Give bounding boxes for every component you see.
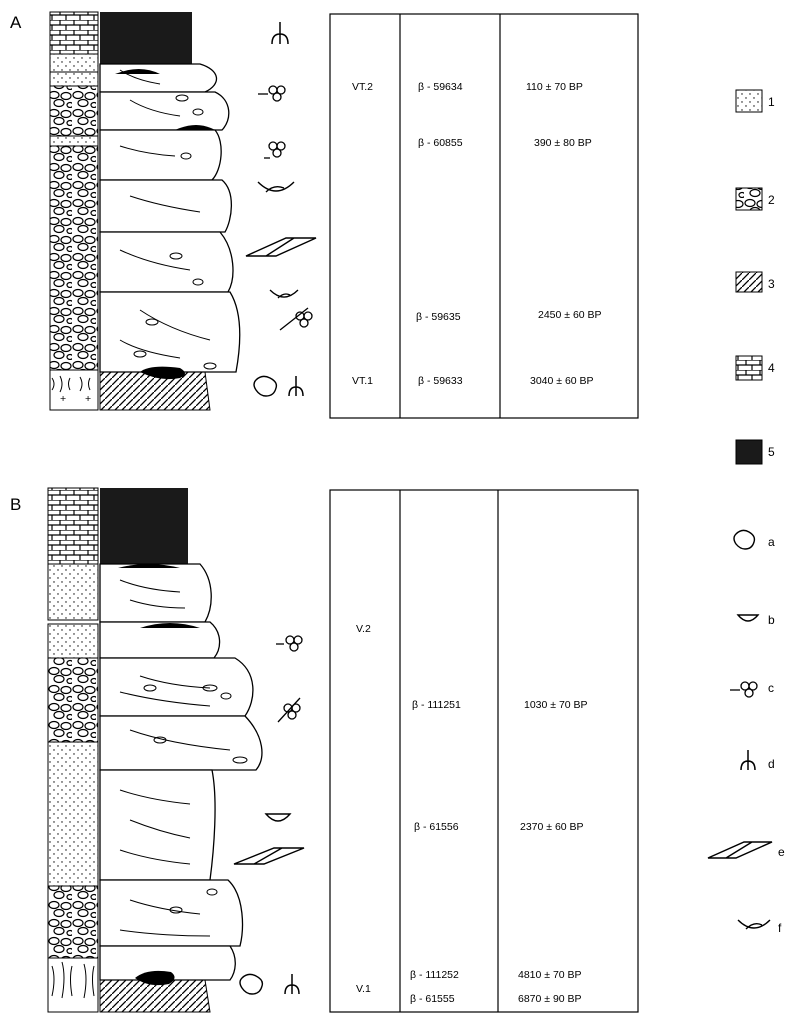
sample-code: β - 111251	[412, 699, 461, 711]
level-label: V.2	[356, 623, 371, 635]
root-trace-icon	[276, 635, 303, 652]
root-trace-icon	[264, 141, 286, 159]
panel-b: B	[10, 487, 639, 1013]
panel-a: A + +	[10, 11, 639, 419]
radiocarbon-date: 390 ± 80 BP	[534, 137, 592, 149]
trough-lamination-icon	[737, 919, 771, 930]
legend-item: a	[733, 529, 775, 550]
level-label: VT.1	[352, 375, 373, 387]
sediment-profile	[99, 12, 241, 411]
level-label: V.1	[356, 983, 371, 995]
sediment-profile	[99, 488, 263, 1013]
plant-stem-icon	[271, 22, 289, 45]
cross-bedding-icon	[707, 841, 773, 859]
legend-item: d	[740, 750, 775, 771]
trough-lamination-icon	[257, 181, 295, 193]
legend-label: d	[768, 757, 775, 771]
dating-table: VT.2 VT.1 β - 59634 110 ± 70 BP β - 6085…	[329, 13, 639, 419]
radiocarbon-date: 1030 ± 70 BP	[524, 699, 588, 711]
legend-label: c	[768, 681, 774, 695]
sample-code: β - 60855	[418, 137, 463, 149]
sample-code: β - 59633	[418, 375, 463, 387]
lithology-column: + +	[49, 11, 99, 411]
legend-label: 2	[768, 193, 775, 207]
radiocarbon-date: 3040 ± 60 BP	[530, 375, 594, 387]
legend-label: e	[778, 845, 785, 859]
legend-label: 1	[768, 95, 775, 109]
sample-code: β - 59634	[418, 81, 463, 93]
bone-fragment-icon	[253, 375, 278, 397]
radiocarbon-date: 6870 ± 90 BP	[518, 993, 582, 1005]
legend-label: 5	[768, 445, 775, 459]
cross-bedding-icon	[245, 237, 317, 257]
soil-grid-icon	[735, 355, 763, 381]
root-trace-icon	[279, 307, 313, 331]
legend-item: f	[737, 919, 782, 935]
symbols-column	[245, 22, 317, 397]
plant-stem-icon	[288, 376, 304, 397]
radiocarbon-date: 2370 ± 60 BP	[520, 821, 584, 833]
legend-item: b	[736, 613, 775, 627]
legend: 1 2 3 4 5 a b	[707, 89, 785, 935]
lithology-column	[47, 487, 99, 1013]
charcoal-lens-icon	[264, 813, 292, 822]
panel-letter: B	[10, 495, 21, 514]
sample-code: β - 61556	[414, 821, 459, 833]
root-trace-icon	[730, 681, 758, 698]
radiocarbon-date: 4810 ± 70 BP	[518, 969, 582, 981]
plant-stem-icon	[284, 974, 300, 995]
charcoal-lens-icon	[736, 614, 760, 622]
legend-item: 3	[735, 271, 775, 293]
legend-item: e	[707, 841, 785, 859]
level-label: VT.2	[352, 81, 373, 93]
legend-item: 1	[735, 89, 775, 113]
legend-item: c	[730, 681, 774, 698]
legend-item: 5	[735, 439, 775, 465]
radiocarbon-date: 2450 ± 60 BP	[538, 309, 602, 321]
symbols-column	[233, 635, 305, 995]
sample-code: β - 59635	[416, 311, 461, 323]
bone-fragment-icon	[733, 529, 756, 550]
bone-fragment-icon	[239, 973, 264, 995]
trough-lamination-icon	[269, 289, 299, 299]
black-organic-layer-icon	[735, 439, 763, 465]
legend-label: a	[768, 535, 775, 549]
plant-stem-icon	[740, 750, 756, 771]
legend-label: b	[768, 613, 775, 627]
cross-bedding-icon	[233, 847, 305, 865]
panel-letter: A	[10, 13, 22, 32]
svg-text:+: +	[85, 393, 91, 405]
legend-item: 2	[735, 187, 775, 211]
sample-code: β - 61555	[410, 993, 455, 1005]
root-trace-icon	[277, 697, 301, 723]
radiocarbon-date: 110 ± 70 BP	[526, 81, 583, 93]
legend-label: 3	[768, 277, 775, 291]
svg-text:+: +	[60, 393, 66, 405]
sample-code: β - 111252	[410, 969, 459, 981]
fine-sand-dots-icon	[735, 89, 763, 113]
legend-item: 4	[735, 355, 775, 381]
legend-label: 4	[768, 361, 775, 375]
hatched-bedrock-icon	[735, 271, 763, 293]
root-trace-icon	[258, 85, 286, 102]
dating-table: V.2 V.1 β - 111251 1030 ± 70 BP β - 6155…	[329, 489, 639, 1013]
gravel-pebbles-icon	[735, 187, 763, 211]
legend-label: f	[778, 921, 782, 935]
